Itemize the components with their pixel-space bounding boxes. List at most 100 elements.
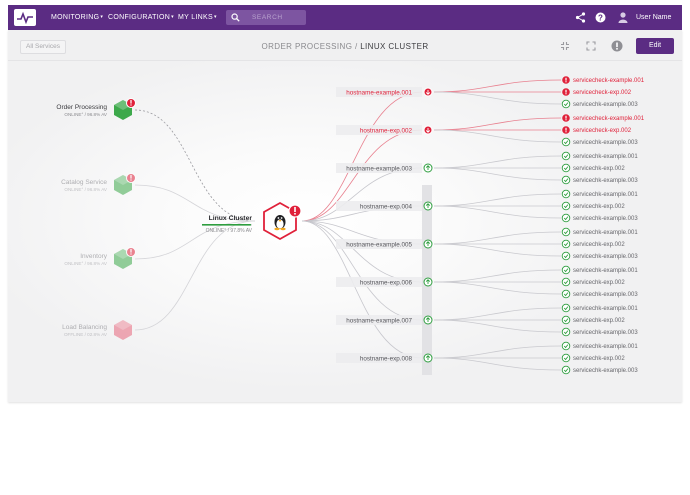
app-logo-icon[interactable] [14, 9, 36, 26]
check-ok-icon[interactable] [561, 365, 571, 375]
service-check-name[interactable]: servicechk-exp.002 [573, 242, 625, 248]
nav-configuration[interactable]: CONFIGURATION▾ [108, 14, 174, 21]
service-name[interactable]: Inventory [80, 253, 107, 260]
check-ok-icon[interactable] [561, 341, 571, 351]
service-name[interactable]: Catalog Service [61, 179, 107, 186]
service-check-name[interactable]: servicechk-example.003 [573, 216, 638, 222]
check-ok-icon[interactable] [561, 353, 571, 363]
service-check-name[interactable]: servicechk-example.003 [573, 102, 638, 108]
checkmark-icon [563, 154, 569, 159]
check-ok-icon[interactable] [561, 303, 571, 313]
host-label-bg [336, 353, 422, 363]
edit-button[interactable]: Edit [636, 38, 674, 54]
service-check-name[interactable]: servicechk-example.003 [573, 292, 638, 298]
service-name[interactable]: Load Balancing [62, 324, 107, 331]
service-check-name[interactable]: servicechk-exp.002 [573, 318, 625, 324]
share-icon[interactable] [575, 12, 586, 23]
breadcrumb-parent[interactable]: ORDER PROCESSING [261, 42, 353, 51]
host-name[interactable]: hostname-example.007 [346, 318, 412, 325]
service-check-name[interactable]: servicecheck-example.001 [573, 116, 645, 122]
check-ok-icon[interactable] [561, 239, 571, 249]
help-icon[interactable]: ? [595, 12, 606, 23]
service-check-name[interactable]: servicecheck-exp.002 [573, 90, 632, 96]
check-ok-icon[interactable] [561, 201, 571, 211]
check-ok-icon[interactable] [561, 327, 571, 337]
edge-service-cluster [134, 109, 256, 222]
service-check-name[interactable]: servicecheck-example.001 [573, 78, 645, 84]
info-icon[interactable] [611, 40, 623, 52]
cluster-name[interactable]: Linux Cluster [209, 215, 253, 222]
host-name[interactable]: hostname-exp.006 [360, 280, 413, 287]
service-check-name[interactable]: servicechk-example.001 [573, 268, 638, 274]
all-services-button[interactable]: All Services [20, 40, 66, 54]
chevron-down-icon: ▾ [213, 14, 217, 20]
host-name[interactable]: hostname-exp.004 [360, 204, 413, 211]
cluster-node[interactable] [263, 201, 302, 241]
service-node-icon[interactable] [114, 320, 132, 340]
check-ok-icon[interactable] [561, 277, 571, 287]
check-ok-icon[interactable] [561, 251, 571, 261]
search-input[interactable]: SEARCH [226, 10, 306, 25]
collapse-icon[interactable] [560, 41, 570, 51]
service-check-name[interactable]: servicechk-exp.002 [573, 280, 625, 286]
service-check-name[interactable]: servicechk-exp.002 [573, 204, 625, 210]
service-check-name[interactable]: servicechk-example.001 [573, 154, 638, 160]
service-check-name[interactable]: servicechk-exp.002 [573, 166, 625, 172]
check-ok-icon[interactable] [561, 175, 571, 185]
search-icon [231, 13, 240, 22]
host-name[interactable]: hostname-example.001 [346, 90, 412, 97]
check-ok-icon[interactable] [561, 163, 571, 173]
host-name[interactable]: hostname-exp.002 [360, 128, 413, 135]
edge-host-check [433, 193, 562, 207]
edge-cluster-host [301, 220, 423, 321]
check-ok-icon[interactable] [561, 137, 571, 147]
penguin-eye [277, 217, 280, 219]
penguin-belly [276, 219, 284, 229]
service-check-name[interactable]: servicechk-exp.002 [573, 356, 625, 362]
service-check-name[interactable]: servicechk-example.001 [573, 192, 638, 198]
service-check-name[interactable]: servicechk-example.001 [573, 306, 638, 312]
service-check-name[interactable]: servicechk-example.001 [573, 230, 638, 236]
service-check-name[interactable]: servicechk-example.001 [573, 344, 638, 350]
host-name[interactable]: hostname-example.003 [346, 166, 412, 173]
check-ok-icon[interactable] [561, 189, 571, 199]
fullscreen-icon[interactable] [586, 41, 596, 51]
user-name[interactable]: User Name [636, 14, 672, 21]
check-ok-icon[interactable] [561, 151, 571, 161]
check-ok-icon[interactable] [561, 213, 571, 223]
host-label-bg [336, 239, 422, 249]
edge-host-check [433, 345, 562, 359]
service-check-name[interactable]: servicecheck-exp.002 [573, 128, 632, 134]
check-ok-icon[interactable] [561, 99, 571, 109]
nav-my-links[interactable]: MY LINKS▾ [178, 14, 217, 21]
service-check-name[interactable]: servicechk-example.003 [573, 368, 638, 374]
edge-cluster-host [301, 91, 423, 222]
service-name[interactable]: Order Processing [56, 104, 107, 111]
breadcrumb: ORDER PROCESSING / LINUX CLUSTER [8, 42, 682, 51]
service-check-name[interactable]: servicechk-example.003 [573, 330, 638, 336]
arrow-up-icon [425, 203, 431, 208]
service-node[interactable] [114, 173, 136, 196]
check-ok-icon[interactable] [561, 315, 571, 325]
host-label-bg [336, 315, 422, 325]
nav-monitoring[interactable]: MONITORING▾ [51, 14, 104, 21]
service-node[interactable] [114, 320, 132, 340]
checkmark-icon [563, 102, 569, 107]
service-check-name[interactable]: servicechk-example.003 [573, 140, 638, 146]
service-node[interactable] [114, 247, 136, 270]
service-node[interactable] [114, 98, 136, 121]
check-ok-icon[interactable] [561, 227, 571, 237]
user-icon[interactable] [618, 12, 628, 23]
check-ok-icon[interactable] [561, 289, 571, 299]
host-name[interactable]: hostname-exp.008 [360, 356, 413, 363]
check-ok-icon[interactable] [561, 265, 571, 275]
host-name[interactable]: hostname-example.005 [346, 242, 412, 249]
checkmark-icon [563, 178, 569, 183]
checkmark-icon [563, 140, 569, 145]
service-check-name[interactable]: servicechk-example.003 [573, 178, 638, 184]
edge-host-check [433, 231, 562, 245]
service-check-name[interactable]: servicechk-example.003 [573, 254, 638, 260]
edge-host-check [433, 155, 562, 169]
edge-host-check [433, 307, 562, 321]
